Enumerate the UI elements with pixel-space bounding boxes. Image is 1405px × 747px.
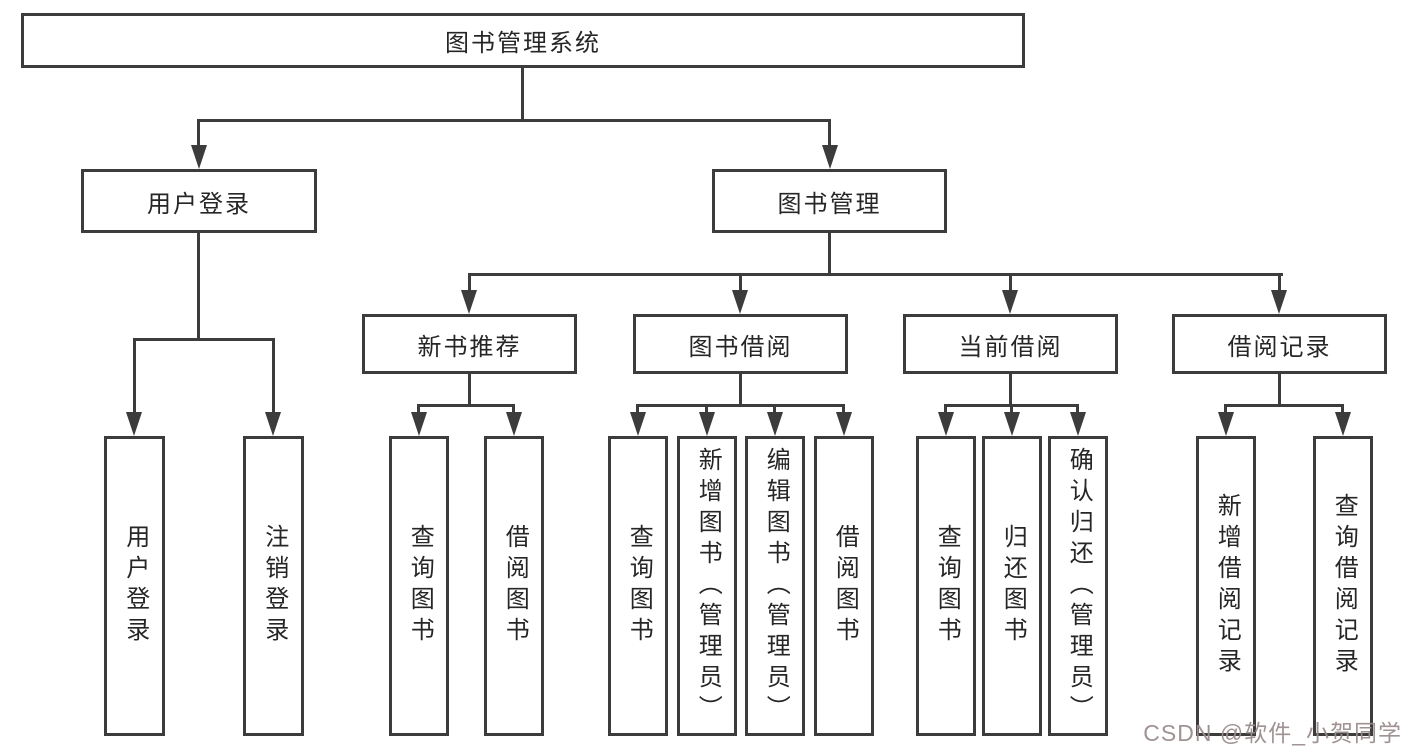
connector-book-borrow-stub	[739, 273, 742, 292]
leaf-borrow-edit-admin: 编辑图书（管理员）	[745, 436, 805, 736]
arrow-down-icon	[411, 412, 427, 436]
arrow-down-icon	[191, 145, 207, 169]
connector-new-books-rail	[418, 404, 515, 407]
node-label: 图书管理系统	[445, 30, 601, 57]
arrow-down-icon	[732, 290, 748, 314]
leaf-label: 查询借阅记录	[1330, 493, 1358, 679]
leaf-new-books-query: 查询图书	[389, 436, 449, 736]
connector-book-borrow-stem	[739, 374, 742, 404]
connector-borrow-records-rail	[1225, 404, 1344, 407]
leaf-label: 编辑图书（管理员）	[762, 446, 790, 726]
connector-leaf-stub	[636, 404, 639, 414]
leaf-user-login: 用户登录	[104, 436, 165, 736]
leaf-label: 借阅图书	[501, 524, 529, 648]
connector-book-borrow-rail	[637, 404, 845, 407]
arrow-down-icon	[1335, 412, 1351, 436]
connector-user-login-rail	[133, 338, 275, 341]
connector-leaf-stub	[842, 404, 845, 414]
connector-leaf-stub	[944, 404, 947, 414]
connector-leaf-stub	[1341, 404, 1344, 414]
arrow-down-icon	[1070, 412, 1086, 436]
leaf-borrow-borrow: 借阅图书	[814, 436, 874, 736]
connector-book-mgmt-rail	[468, 273, 1283, 276]
leaf-current-confirm-admin: 确认归还（管理员）	[1048, 436, 1108, 736]
node-library-system: 图书管理系统	[21, 13, 1025, 68]
arrow-down-icon	[1004, 412, 1020, 436]
leaf-label: 新增图书（管理员）	[694, 446, 722, 726]
node-current-borrow: 当前借阅	[903, 314, 1118, 374]
arrow-down-icon	[767, 412, 783, 436]
connector-leaf-stub	[705, 404, 708, 414]
leaf-label: 新增借阅记录	[1213, 493, 1241, 679]
node-user-login: 用户登录	[81, 169, 317, 233]
connector-borrow-records-stem	[1278, 374, 1281, 404]
watermark-text: CSDN @软件_小贺同学	[1143, 720, 1402, 746]
connector-book-mgmt-stub	[828, 119, 831, 147]
connector-leaf-stub	[773, 404, 776, 414]
node-label: 借阅记录	[1227, 333, 1332, 361]
connector-leaf-stub	[1224, 404, 1227, 414]
connector-borrow-records-stub	[1278, 273, 1281, 292]
leaf-label: 借阅图书	[831, 524, 859, 648]
node-label: 图书借阅	[688, 333, 793, 361]
node-label: 当前借阅	[958, 333, 1063, 361]
leaf-logout: 注销登录	[243, 436, 304, 736]
connector-leaf-stub	[272, 338, 275, 412]
leaf-borrow-add-admin: 新增图书（管理员）	[677, 436, 737, 736]
leaf-records-add: 新增借阅记录	[1196, 436, 1256, 736]
connector-leaf-stub	[1010, 404, 1013, 414]
leaf-borrow-query: 查询图书	[608, 436, 668, 736]
node-label: 用户登录	[147, 190, 251, 218]
arrow-down-icon	[1271, 290, 1287, 314]
node-label: 新书推荐	[417, 333, 522, 361]
connector-new-books-stub	[468, 273, 471, 292]
node-book-mgmt: 图书管理	[712, 169, 947, 233]
arrow-down-icon	[822, 145, 838, 169]
connector-user-login-stub	[197, 119, 200, 147]
connector-leaf-stub	[133, 338, 136, 412]
connector-leaf-stub	[1076, 404, 1079, 414]
leaf-label: 查询图书	[625, 524, 653, 648]
connector-book-mgmt-stem	[828, 233, 831, 273]
leaf-records-query: 查询借阅记录	[1313, 436, 1373, 736]
connector-root-rail	[197, 119, 831, 122]
node-book-borrow: 图书借阅	[633, 314, 848, 374]
arrow-down-icon	[938, 412, 954, 436]
connector-current-borrow-stub	[1009, 273, 1012, 292]
arrow-down-icon	[265, 412, 281, 436]
connector-leaf-stub	[512, 404, 515, 414]
connector-new-books-stem	[468, 374, 471, 404]
arrow-down-icon	[506, 412, 522, 436]
leaf-label: 注销登录	[260, 524, 288, 648]
leaf-current-return: 归还图书	[982, 436, 1042, 736]
arrow-down-icon	[1002, 290, 1018, 314]
leaf-label: 用户登录	[121, 524, 149, 648]
leaf-new-books-borrow: 借阅图书	[484, 436, 544, 736]
connector-user-login-stem	[197, 233, 200, 338]
connector-leaf-stub	[417, 404, 420, 414]
leaf-label: 查询图书	[933, 524, 961, 648]
leaf-label: 归还图书	[999, 524, 1027, 648]
leaf-label: 查询图书	[406, 524, 434, 648]
arrow-down-icon	[1218, 412, 1234, 436]
node-new-books: 新书推荐	[362, 314, 577, 374]
node-label: 图书管理	[777, 190, 882, 218]
arrow-down-icon	[461, 290, 477, 314]
arrow-down-icon	[836, 412, 852, 436]
leaf-label: 确认归还（管理员）	[1065, 446, 1093, 726]
leaf-current-query: 查询图书	[916, 436, 976, 736]
arrow-down-icon	[699, 412, 715, 436]
arrow-down-icon	[126, 412, 142, 436]
connector-current-borrow-stem	[1009, 374, 1012, 404]
arrow-down-icon	[630, 412, 646, 436]
node-borrow-records: 借阅记录	[1172, 314, 1387, 374]
connector-root-stem	[521, 68, 524, 119]
